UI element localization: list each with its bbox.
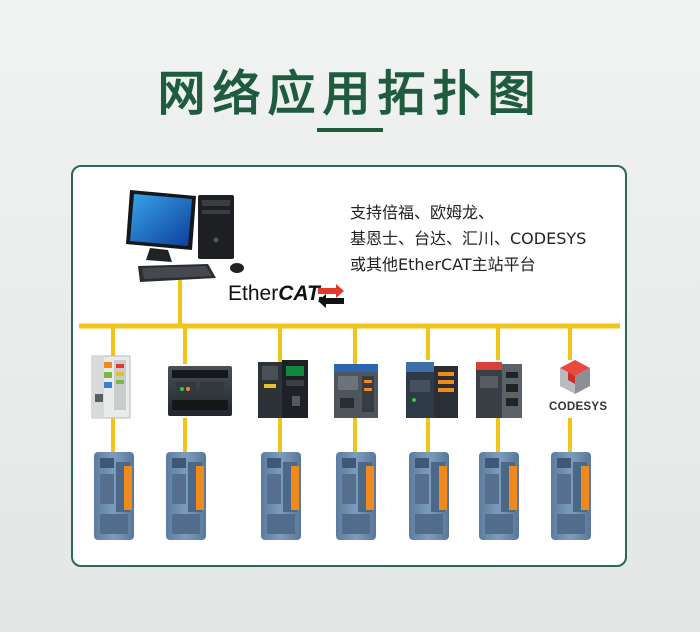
page-title: 网络应用拓扑图	[157, 66, 543, 122]
codesys-logo-icon	[560, 360, 590, 394]
ethercat-logo-part2: CAT	[278, 282, 319, 305]
keyence-plc-icon	[258, 360, 308, 418]
io-module-icon	[479, 452, 519, 540]
io-module-icon	[336, 452, 376, 540]
ethercat-logo-mark: .	[318, 282, 325, 305]
ethercat-arrow-icon	[318, 284, 344, 308]
io-module-icon	[551, 452, 591, 540]
ethercat-logo-part1: Ether	[228, 282, 279, 305]
module-drop-lines	[111, 418, 572, 452]
master-support-note: 支持倍福、欧姆龙、 基恩士、台达、汇川、CODESYS 或其他EtherCAT主…	[350, 200, 586, 278]
title-underline	[317, 128, 383, 132]
io-module-icon	[261, 452, 301, 540]
io-module-icon	[166, 452, 206, 540]
inovance-plc-icon	[406, 362, 458, 418]
desktop-computer-icon	[126, 190, 244, 282]
note-line: 支持倍福、欧姆龙、	[350, 203, 495, 222]
codesys-label: CODESYS	[549, 401, 608, 413]
controller-drop-lines	[111, 326, 572, 364]
beckhoff-plc-icon	[91, 355, 131, 419]
ethercat-bus	[79, 280, 620, 329]
io-modules	[94, 452, 591, 540]
omron-plc-icon	[168, 366, 232, 416]
io-module-icon	[94, 452, 134, 540]
delta-plc-icon	[334, 364, 378, 418]
note-line: 基恩士、台达、汇川、CODESYS	[350, 229, 587, 248]
ethercat-logo: EtherCAT.	[228, 282, 324, 306]
inovance-plc-icon-2	[476, 362, 522, 418]
note-line: 或其他EtherCAT主站平台	[350, 255, 536, 274]
io-module-icon	[409, 452, 449, 540]
